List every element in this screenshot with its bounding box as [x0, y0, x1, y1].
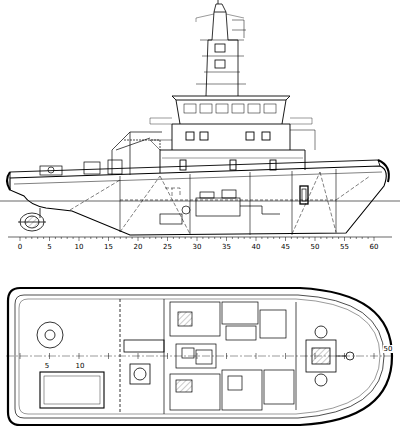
frame-tick — [55, 237, 56, 239]
frame-tick — [267, 237, 268, 239]
frame-tick — [84, 237, 85, 239]
frame-number: 50 — [310, 243, 321, 251]
frame-tick — [214, 237, 215, 239]
frame-tick — [120, 237, 121, 239]
frame-tick — [320, 237, 321, 239]
frame-tick — [61, 237, 62, 239]
frame-tick — [261, 237, 262, 239]
frame-tick — [79, 353, 80, 359]
frame-tick — [167, 353, 168, 359]
frame-tick — [350, 237, 351, 239]
frame-number: 35 — [221, 243, 232, 251]
frame-tick — [256, 353, 257, 359]
frame-number: 40 — [251, 243, 262, 251]
frame-tick — [285, 353, 286, 359]
frame-number: 55 — [339, 243, 350, 251]
frame-tick — [37, 237, 38, 239]
frame-tick — [20, 237, 21, 241]
frame-tick — [20, 353, 21, 359]
frame-tick — [374, 353, 375, 359]
frame-tick — [155, 237, 156, 239]
frame-tick — [96, 237, 97, 239]
frame-number: 30 — [192, 243, 203, 251]
frame-tick — [256, 237, 257, 241]
frame-tick — [297, 237, 298, 239]
frame-tick — [43, 237, 44, 239]
frame-tick — [326, 237, 327, 239]
frame-tick — [114, 237, 115, 239]
frame-number: 15 — [103, 243, 114, 251]
frame-tick — [126, 237, 127, 239]
frame-tick — [197, 237, 198, 241]
frame-tick — [67, 237, 68, 239]
frame-tick — [138, 353, 139, 359]
frame-tick — [238, 237, 239, 239]
frame-tick — [315, 353, 316, 359]
frame-tick — [356, 237, 357, 239]
frame-tick — [49, 237, 50, 241]
frame-tick — [185, 237, 186, 239]
frame-number: 0 — [17, 243, 23, 251]
frame-tick — [315, 237, 316, 241]
frame-tick — [73, 237, 74, 239]
frame-tick — [108, 237, 109, 241]
frame-tick — [132, 237, 133, 239]
frame-tick — [208, 237, 209, 239]
frame-tick — [108, 353, 109, 359]
frame-tick — [191, 237, 192, 239]
frame-tick — [226, 237, 227, 241]
frame-tick — [90, 237, 91, 239]
frame-tick — [279, 237, 280, 239]
frame-tick — [31, 237, 32, 239]
frame-tick — [173, 237, 174, 239]
frame-tick — [338, 237, 339, 239]
frame-tick — [226, 353, 227, 359]
frame-number: 60 — [369, 243, 380, 251]
frame-tick — [143, 237, 144, 239]
frame-tick — [273, 237, 274, 239]
frame-tick — [244, 237, 245, 239]
frame-tick — [250, 237, 251, 239]
frame-tick — [332, 237, 333, 239]
frame-tick — [344, 237, 345, 241]
frame-tick — [309, 237, 310, 239]
frame-tick — [25, 237, 26, 239]
frame-tick — [291, 237, 292, 239]
frame-tick — [344, 353, 345, 359]
plan-frame-number: 5 — [44, 362, 50, 370]
frame-tick — [362, 237, 363, 239]
plan-frame-number: 50 — [383, 345, 394, 353]
frame-tick — [303, 237, 304, 239]
plan-frame-number: 10 — [75, 362, 86, 370]
frame-number: 45 — [280, 243, 291, 251]
frame-tick — [102, 237, 103, 239]
frame-number: 10 — [74, 243, 85, 251]
frame-tick — [167, 237, 168, 241]
frame-tick — [368, 237, 369, 239]
frame-tick — [161, 237, 162, 239]
frame-tick — [232, 237, 233, 239]
frame-tick — [374, 237, 375, 241]
frame-number: 25 — [162, 243, 173, 251]
frame-tick — [285, 237, 286, 241]
frame-tick — [149, 237, 150, 239]
frame-tick — [202, 237, 203, 239]
frame-tick — [49, 353, 50, 359]
frame-tick — [220, 237, 221, 239]
frame-tick — [138, 237, 139, 241]
frame-tick — [197, 353, 198, 359]
frame-tick — [179, 237, 180, 239]
frame-number: 5 — [46, 243, 52, 251]
frame-tick — [79, 237, 80, 241]
frame-number: 20 — [133, 243, 144, 251]
